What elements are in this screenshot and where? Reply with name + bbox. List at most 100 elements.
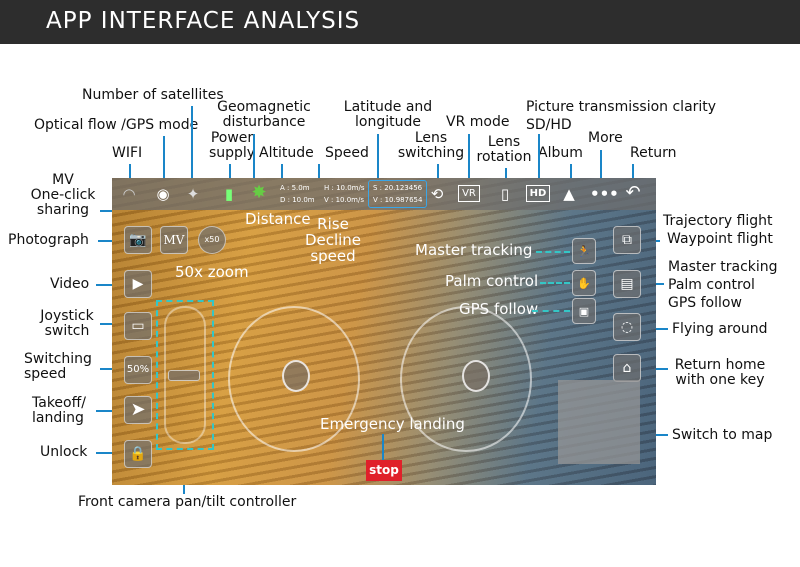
photograph-button[interactable]: 📷 (124, 226, 152, 254)
tracking-mode-button[interactable]: ▤ (613, 270, 641, 298)
leader-line (229, 164, 231, 182)
label-switch-map: Switch to map (672, 427, 773, 443)
leader-line (96, 410, 122, 412)
leader-line (163, 136, 165, 182)
label-gimbal-controller: Front camera pan/tilt controller (78, 494, 297, 510)
leader-line (129, 164, 131, 182)
t: switching (397, 145, 465, 161)
geomagnetic-icon: ✸ (251, 182, 267, 203)
gimbal-slider-handle[interactable] (168, 370, 200, 381)
palm-control-button[interactable]: ✋ (572, 270, 596, 296)
leader-line (100, 323, 122, 325)
dash-line (540, 282, 570, 284)
gps-follow-button[interactable]: ▣ (572, 298, 596, 324)
right-joystick[interactable] (400, 306, 532, 452)
t: Rise (317, 215, 349, 233)
label-clarity: Picture transmission clarity (526, 99, 717, 115)
label-unlock: Unlock (40, 444, 88, 460)
more-icon[interactable]: ••• (590, 185, 619, 203)
leader-line (183, 480, 185, 494)
lens-switch-icon[interactable]: ⟲ (430, 185, 444, 203)
label-return: Return (630, 145, 677, 161)
t: A : 5.0m (280, 184, 310, 192)
t: Takeoff/ (32, 395, 86, 411)
emergency-landing-note: Emergency landing (320, 415, 465, 433)
leader-line (644, 328, 668, 330)
label-vr: VR mode (446, 114, 510, 130)
stop-button[interactable]: stop (366, 460, 402, 481)
label-video: Video (50, 276, 90, 292)
t: Lens (414, 130, 448, 146)
lens-rotation-icon[interactable]: ▯ (500, 185, 510, 203)
left-joystick-knob[interactable] (282, 360, 310, 392)
leader-line (632, 164, 634, 182)
master-tracking-note: Master tracking (415, 241, 533, 259)
t: V : 10.987654 (373, 196, 423, 204)
palm-control-note: Palm control (445, 272, 539, 290)
return-icon[interactable]: ↶ (625, 182, 641, 203)
label-photograph: Photograph (8, 232, 89, 248)
leader-line (281, 164, 283, 182)
leader-line (600, 150, 602, 182)
distance-note: Distance (245, 210, 311, 228)
header-bar: APP INTERFACE ANALYSIS (0, 0, 800, 44)
t: supply (208, 145, 256, 161)
left-joystick[interactable] (228, 306, 360, 452)
label-altitude: Altitude (259, 145, 314, 161)
gimbal-slider-track[interactable] (164, 306, 206, 444)
satellite-icon: ✦ (186, 185, 200, 203)
hd-button[interactable]: HD (526, 185, 550, 202)
right-joystick-knob[interactable] (462, 360, 490, 392)
map-thumbnail[interactable] (558, 380, 640, 464)
t: Decline (304, 231, 362, 249)
mv-button[interactable]: MV (160, 226, 188, 254)
leader-line (96, 284, 122, 286)
trajectory-flight-button[interactable]: ⧉ (613, 226, 641, 254)
video-button[interactable]: ▶ (124, 270, 152, 298)
page-title: APP INTERFACE ANALYSIS (46, 8, 361, 34)
joystick-switch-button[interactable]: ▭ (124, 312, 152, 340)
t: Switching (24, 351, 92, 367)
t: with one key (675, 372, 765, 388)
t: landing (32, 410, 84, 426)
gps-follow-note: GPS follow (459, 300, 539, 318)
t: Lens (487, 134, 521, 150)
leader-line (538, 134, 540, 182)
speed-button[interactable]: 50% (124, 356, 152, 384)
leader-line (505, 168, 507, 182)
leader-line (98, 240, 122, 242)
takeoff-landing-button[interactable]: ➤ (124, 396, 152, 424)
flying-around-button[interactable]: ◌ (613, 313, 641, 341)
return-home-button[interactable]: ⌂ (613, 354, 641, 382)
leader-line (644, 368, 668, 370)
label-takeoff: Takeoff/landing (32, 396, 86, 426)
label-palm-control: Palm control (668, 277, 755, 293)
label-trajectory: Trajectory flight (663, 213, 773, 229)
t: rotation (476, 149, 532, 165)
zoom-note: 50x zoom (175, 263, 249, 281)
wifi-icon: ◠ (122, 185, 136, 203)
t: longitude (355, 114, 421, 130)
unlock-button[interactable]: 🔒 (124, 440, 152, 468)
label-flying-around: Flying around (672, 321, 768, 337)
vr-mode-button[interactable]: VR (458, 185, 480, 202)
master-tracking-button[interactable]: 🏃 (572, 238, 596, 264)
t: Geomagnetic (217, 99, 311, 115)
album-icon[interactable]: ▲ (563, 185, 575, 203)
label-sdhd: SD/HD (526, 117, 572, 133)
zoom-button[interactable]: x50 (198, 226, 226, 254)
gps-mode-icon: ◉ (156, 185, 170, 203)
t: Joystick (40, 308, 94, 324)
label-gps-follow: GPS follow (668, 295, 742, 311)
t: H : 10.0m/s (324, 184, 365, 192)
